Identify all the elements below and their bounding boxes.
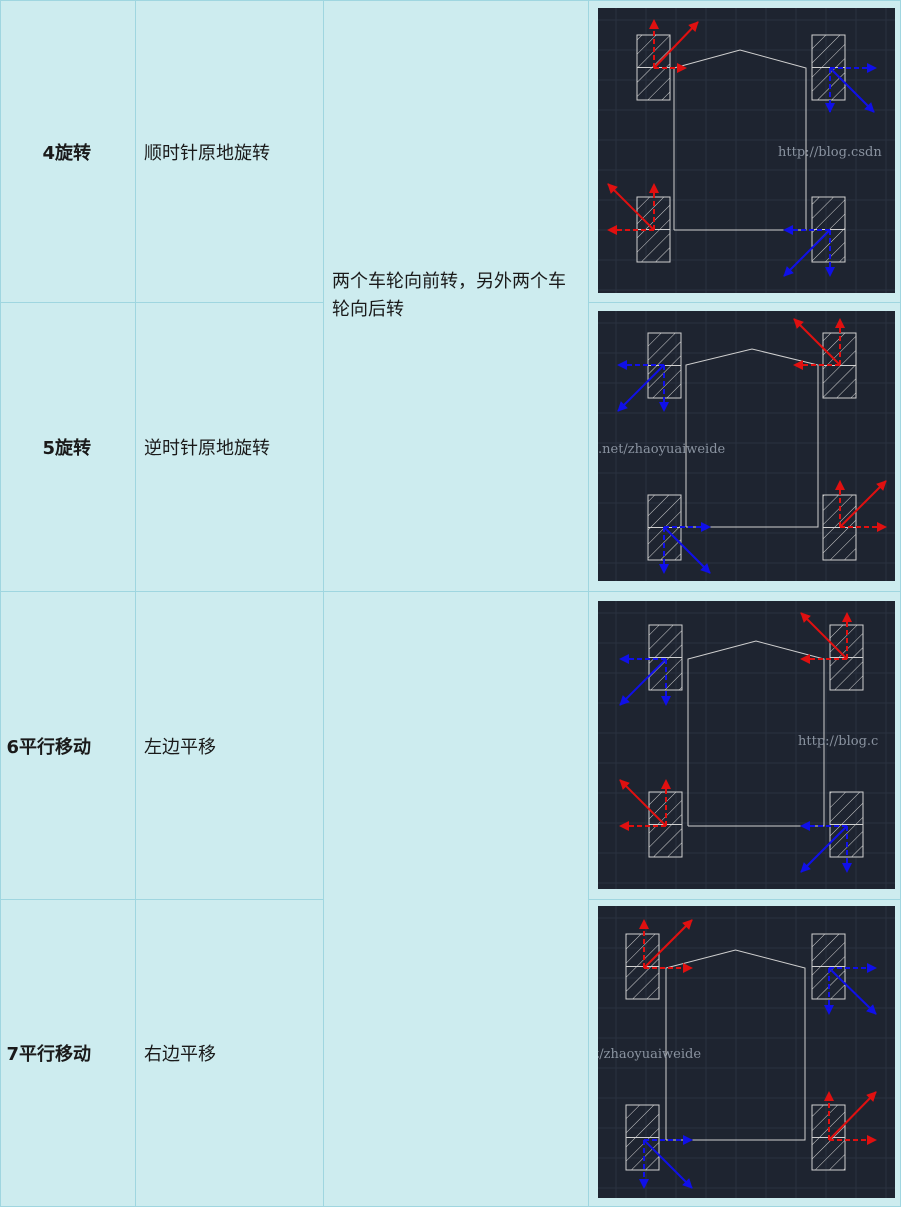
wheel-icon xyxy=(811,34,846,101)
mode-cell: 4旋转 xyxy=(0,0,136,303)
red-arrow xyxy=(800,611,848,660)
blue-arrow xyxy=(800,824,848,873)
description-cell: 右边平移 xyxy=(135,899,324,1207)
red-arrow xyxy=(839,480,887,528)
counterclockwise-rotation-wheel-diagram: .net/zhaoyuaiweide xyxy=(598,311,895,581)
red-arrow xyxy=(793,318,841,366)
wheel-icon xyxy=(625,933,660,1000)
diagram-cell: http://blog.c xyxy=(588,591,901,900)
blue-arrow xyxy=(619,657,667,706)
left-translation-wheel-diagram: http://blog.c xyxy=(598,600,895,889)
red-arrow xyxy=(619,778,667,827)
table-row: 7平行移动 右边平移 t/zhaoyuaiweide xyxy=(0,899,901,1207)
chassis-outline xyxy=(665,949,806,1141)
blue-arrow xyxy=(829,67,875,113)
wheel-icon xyxy=(648,624,683,690)
wheel-icon xyxy=(829,791,864,857)
mode-cell: 5旋转 xyxy=(0,302,136,592)
red-arrow xyxy=(828,1091,877,1141)
mode-cell: 6平行移动 xyxy=(0,591,136,900)
wheel-motion-cell xyxy=(323,591,589,1207)
red-arrow xyxy=(607,183,655,231)
watermark-text: t/zhaoyuaiweide xyxy=(598,1047,701,1062)
watermark-text: .net/zhaoyuaiweide xyxy=(598,442,726,457)
wheel-motion-cell: 两个车轮向前转，另外两个车轮向后转 xyxy=(323,0,589,592)
watermark-text: http://blog.csdn xyxy=(778,145,882,160)
diagram-cell: http://blog.csdn xyxy=(588,0,901,303)
diagram-cell: .net/zhaoyuaiweide xyxy=(588,302,901,592)
blue-arrow xyxy=(663,526,711,574)
chassis-outline xyxy=(685,348,819,528)
description-cell: 左边平移 xyxy=(135,591,324,900)
watermark-text: http://blog.c xyxy=(798,734,878,749)
red-arrow xyxy=(653,21,699,69)
table-row: 5旋转 逆时针原地旋转 .net/zhaoyuaiweide xyxy=(0,302,901,592)
blue-arrow xyxy=(643,1139,693,1189)
mode-cell: 7平行移动 xyxy=(0,899,136,1207)
wheel-icon xyxy=(811,933,846,1000)
table-row: 6平行移动 左边平移 http://blog.c xyxy=(0,591,901,1207)
grid-lines xyxy=(598,311,895,581)
right-translation-wheel-diagram: t/zhaoyuaiweide xyxy=(598,906,895,1198)
blue-arrow xyxy=(828,967,877,1015)
clockwise-rotation-wheel-diagram: http://blog.csdn xyxy=(598,8,895,293)
blue-arrow xyxy=(617,364,665,412)
wheel-icon xyxy=(625,1104,660,1171)
description-cell: 顺时针原地旋转 xyxy=(135,0,324,303)
table-row: 4旋转 顺时针原地旋转 两个车轮向前转，另外两个车轮向后转 http://blo… xyxy=(0,0,901,592)
red-arrow xyxy=(643,919,693,969)
description-cell: 逆时针原地旋转 xyxy=(135,302,324,592)
diagram-cell: t/zhaoyuaiweide xyxy=(588,899,901,1207)
blue-arrow xyxy=(783,229,831,277)
